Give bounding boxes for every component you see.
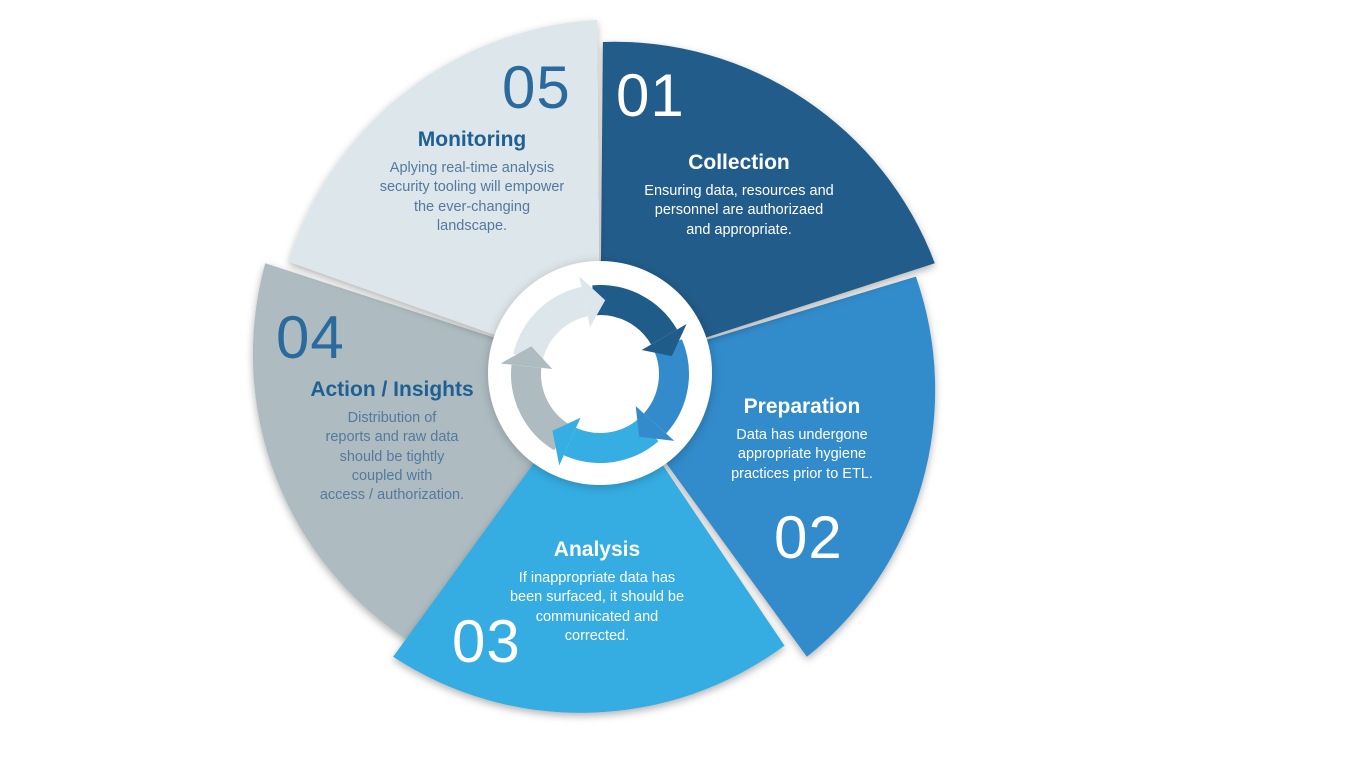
- segment-01-title: Collection: [688, 151, 790, 174]
- cycle-arrowhead-04: [500, 346, 553, 369]
- segment-03-petal: [393, 389, 785, 713]
- cycle-arrow-03: [563, 418, 659, 463]
- segment-03-label: Analysis If inappropriate data has been …: [487, 537, 707, 646]
- segment-01-description: Ensuring data, resources and personnel a…: [644, 183, 834, 238]
- cycle-arrowhead-01: [641, 324, 687, 357]
- segment-04-title: Action / Insights: [310, 378, 474, 401]
- segment-05-title: Monitoring: [417, 128, 527, 151]
- segment-01-petal: [600, 41, 935, 366]
- segment-05-petal: [288, 20, 600, 365]
- cycle-arrowhead-02: [635, 406, 675, 441]
- segment-03-number: 03: [452, 608, 521, 675]
- segment-01-label: Collection Ensuring data, resources and …: [629, 150, 849, 240]
- segment-02-description: Data has undergone appropriate hygiene p…: [731, 427, 873, 482]
- segment-03-description: If inappropriate data has been surfaced,…: [509, 570, 685, 645]
- segment-03-title: Analysis: [553, 538, 641, 561]
- segment-02-number: 02: [774, 504, 843, 571]
- segment-04-number: 04: [276, 304, 345, 371]
- cycle-arrowhead-05: [579, 276, 606, 328]
- segment-04-description: Distribution of reports and raw data sho…: [319, 410, 465, 504]
- segment-05-label: Monitoring Aplying real-time analysis se…: [352, 127, 592, 236]
- segment-02-title: Preparation: [743, 395, 861, 418]
- segment-02-label: Preparation Data has undergone appropria…: [692, 394, 912, 484]
- segment-05-description: Aplying real-time analysis security tool…: [379, 160, 565, 235]
- segment-05-number: 05: [502, 54, 571, 121]
- segment-01-number: 01: [616, 62, 685, 129]
- cycle-arrowheads: [500, 276, 687, 466]
- segment-04-label: Action / Insights Distribution of report…: [282, 377, 502, 506]
- cycle-arrowhead-03: [552, 417, 581, 466]
